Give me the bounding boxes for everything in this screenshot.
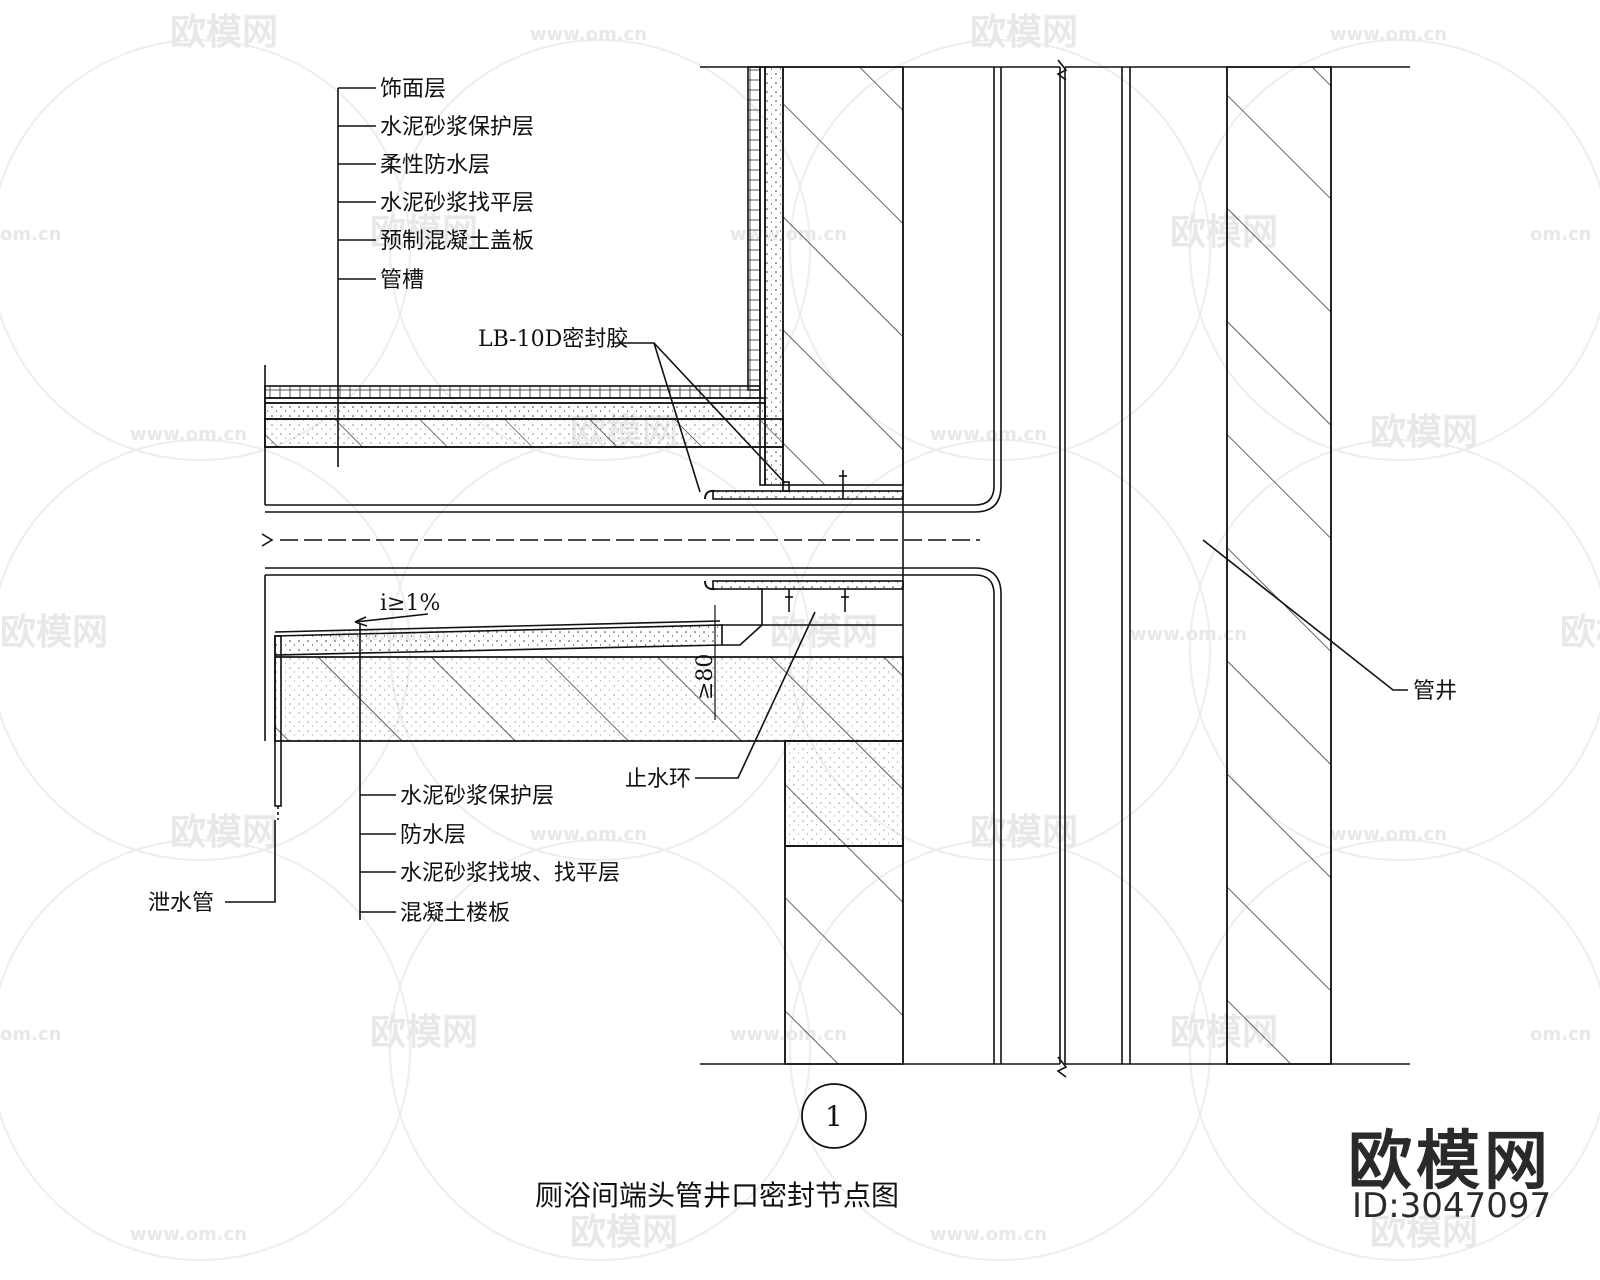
- section-drawing: [225, 59, 1410, 1149]
- label-concrete-slab: 混凝土楼板: [400, 901, 510, 926]
- label-sealant: LB-10D密封胶: [478, 327, 628, 352]
- label-pipe-trench: 管槽: [380, 268, 424, 293]
- label-finish-layer: 饰面层: [380, 77, 446, 102]
- watermark-brand: 欧模网: [770, 612, 878, 653]
- break-symbol: [1056, 59, 1068, 81]
- watermark-brand: 欧模网: [570, 1212, 678, 1253]
- sealing-strip-top: [712, 490, 904, 500]
- pipe-outer-top: [265, 67, 995, 506]
- label-depth: ≥80: [693, 654, 718, 700]
- water-ring-leader-line: [695, 611, 816, 779]
- drawing-title: 厕浴间端头管井口密封节点图: [535, 1179, 900, 1212]
- wall-lower: [784, 845, 904, 1065]
- watermark-brand: 欧模网: [170, 12, 278, 53]
- label-flexible-waterproof: 柔性防水层: [380, 153, 490, 178]
- watermark-brand: 欧模网: [370, 212, 478, 253]
- watermark-brand: 欧模网: [1560, 612, 1600, 653]
- watermark-brand: 欧模网: [970, 812, 1078, 853]
- label-lower-mortar-protection: 水泥砂浆保护层: [400, 784, 554, 809]
- detail-number-circle: [801, 1083, 867, 1149]
- brand-id: ID:3047097: [1352, 1186, 1552, 1226]
- pipe-inner-top: [265, 67, 1002, 513]
- wall-upper: [782, 66, 904, 486]
- label-mortar-protection: 水泥砂浆保护层: [380, 115, 534, 140]
- drain-leader-line: [225, 820, 276, 903]
- pipe-outer-bottom: [265, 574, 995, 1064]
- label-precast-cover: 预制混凝土盖板: [380, 229, 534, 254]
- shaft-leader-line: [1202, 539, 1408, 691]
- finish-layer-horizontal: [264, 385, 761, 399]
- label-slope-levelling: 水泥砂浆找坡、找平层: [400, 861, 620, 886]
- watermark-brand: 欧模网: [170, 812, 278, 853]
- brand-logo: 欧模网: [1348, 1125, 1552, 1199]
- watermark-url: www.om.cn: [130, 1224, 247, 1245]
- watermark-url: www.om.cn: [930, 1224, 1047, 1245]
- mortar-layer-horizontal: [264, 402, 766, 420]
- upper-labels: 饰面层 水泥砂浆保护层 柔性防水层 水泥砂浆找平层 预制混凝土盖板 管槽: [380, 77, 534, 293]
- watermark-brand: 欧模网: [1370, 412, 1478, 453]
- pipe-inner-bottom: [265, 567, 1002, 1064]
- watermark-url: www.om.cn: [1130, 624, 1247, 645]
- watermark-url: www.om.cn: [930, 424, 1047, 445]
- watermark-brand: 欧模网: [970, 12, 1078, 53]
- watermark-url: www.om.cn: [1330, 24, 1447, 45]
- label-slope: i≥1%: [380, 591, 440, 616]
- watermark-url: www.om.cn: [530, 24, 647, 45]
- break-symbol: [1056, 1056, 1068, 1078]
- watermark-brand: 欧模网: [1370, 1212, 1478, 1253]
- label-drain-pipe: 泄水管: [148, 891, 214, 916]
- sealing-strip-bottom: [712, 580, 904, 590]
- watermark-url: om.cn: [1530, 224, 1591, 245]
- watermark-url: www.om.cn: [130, 424, 247, 445]
- label-pipe-shaft: 管井: [1413, 679, 1457, 704]
- watermark-url: om.cn: [1530, 1024, 1591, 1045]
- detail-number: 1: [825, 1100, 843, 1133]
- watermark-url: om.cn: [0, 224, 61, 245]
- watermark-brand: 欧模网: [370, 1012, 478, 1053]
- lower-labels: 水泥砂浆保护层 防水层 水泥砂浆找坡、找平层 混凝土楼板: [400, 784, 620, 926]
- shaft-wall-hatched: [1226, 66, 1332, 1065]
- label-mortar-levelling: 水泥砂浆找平层: [380, 191, 534, 216]
- slope-arrow: [354, 613, 429, 623]
- watermark-url: www.om.cn: [530, 824, 647, 845]
- watermark-url: www.om.cn: [1330, 824, 1447, 845]
- finish-layer-vertical: [747, 66, 761, 391]
- label-waterproof-layer: 防水层: [400, 823, 466, 848]
- label-water-ring: 止水环: [625, 767, 691, 792]
- watermark-url: om.cn: [0, 1024, 61, 1045]
- watermark-brand: 欧模网: [0, 612, 108, 653]
